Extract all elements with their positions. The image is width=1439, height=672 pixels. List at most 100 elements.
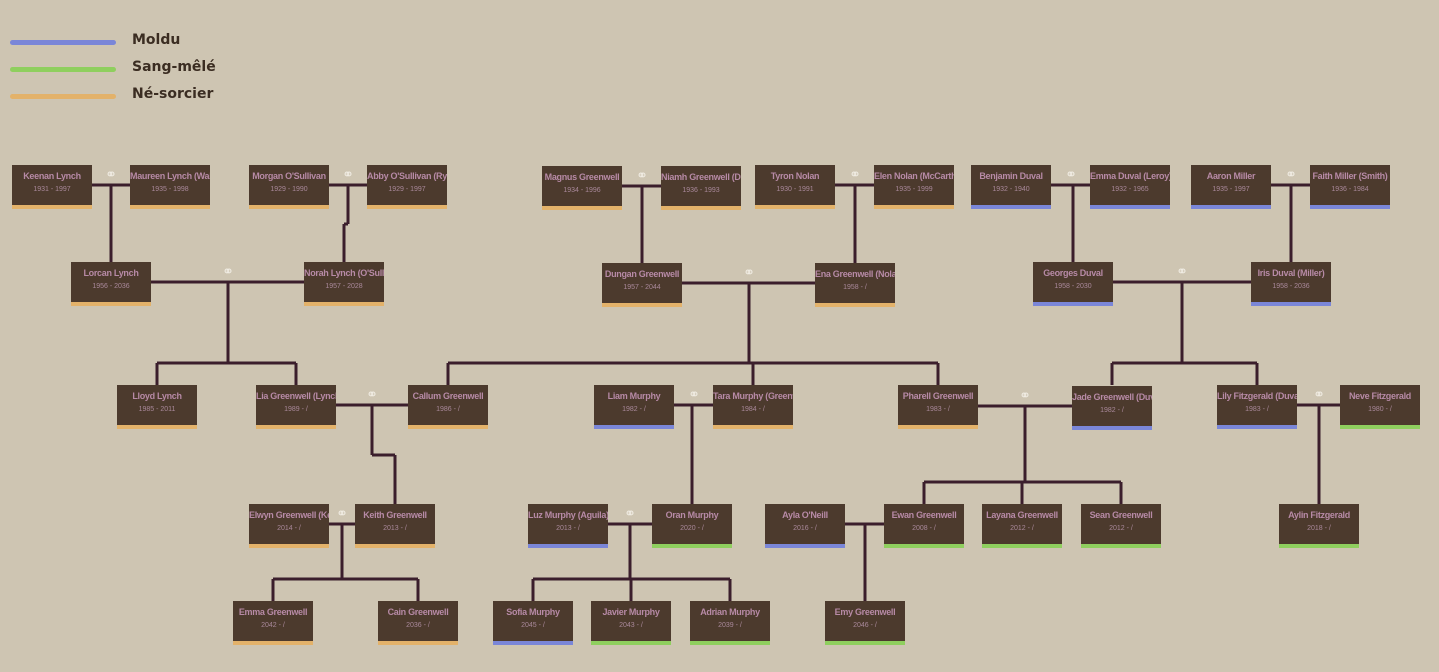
ring-icon: ⚭ (1176, 264, 1188, 280)
person-name: Aaron Miller (1206, 171, 1256, 181)
person-name: Neve Fitzgerald (1348, 391, 1412, 401)
person-name: Georges Duval (1043, 268, 1103, 278)
person-card-tara[interactable]: Tara Murphy (Greenwell)1984 - / (713, 385, 793, 429)
ring-icon: ⚭ (849, 167, 861, 183)
ring-icon: ⚭ (222, 264, 234, 280)
ring-icon: ⚭ (1065, 167, 1077, 183)
person-dates: 1957 - 2028 (325, 283, 363, 290)
ring-icon: ⚭ (688, 387, 700, 403)
person-dates: 1982 - / (1100, 407, 1124, 414)
person-name: Morgan O'Sullivan (252, 171, 326, 181)
ring-icon: ⚭ (1285, 167, 1297, 183)
person-name: Aylin Fitzgerald (1288, 510, 1350, 520)
person-dates: 1935 - 1998 (151, 186, 189, 193)
person-dates: 1932 - 1940 (992, 186, 1030, 193)
person-card-lorcan[interactable]: Lorcan Lynch 1956 - 2036 (71, 262, 151, 306)
person-dates: 1936 - 1984 (1331, 186, 1369, 193)
person-card-emmag[interactable]: Emma Greenwell 2042 - / (233, 601, 313, 645)
person-dates: 1980 - / (1368, 406, 1392, 413)
ring-icon: ⚭ (105, 167, 117, 183)
person-dates: 1985 - 2011 (138, 406, 176, 413)
person-dates: 1956 - 2036 (92, 283, 130, 290)
person-name: Javier Murphy (602, 607, 660, 617)
person-name: Niamh Greenwell (Doyle) (661, 172, 741, 182)
person-name: Ewan Greenwell (891, 510, 957, 520)
person-card-abby[interactable]: Abby O'Sullivan (Ryan)1929 - 1997 (367, 165, 447, 209)
person-card-ewan[interactable]: Ewan Greenwell 2008 - / (884, 504, 964, 548)
person-name: Emy Greenwell (834, 607, 896, 617)
person-dates: 1958 - 2036 (1272, 283, 1310, 290)
legend-label: Sang-mêlé (132, 59, 216, 75)
person-dates: 2020 - / (680, 525, 704, 532)
person-dates: 1957 - 2044 (623, 284, 661, 291)
person-dates: 2042 - / (261, 622, 285, 629)
person-card-neve[interactable]: Neve Fitzgerald 1980 - / (1340, 385, 1420, 429)
legend-swatch (10, 67, 116, 72)
person-dates: 1929 - 1990 (270, 186, 308, 193)
person-card-aaron[interactable]: Aaron Miller 1935 - 1997 (1191, 165, 1271, 209)
person-name: Tyron Nolan (770, 171, 820, 181)
person-card-maureen[interactable]: Maureen Lynch (Walsh)1935 - 1998 (130, 165, 210, 209)
person-dates: 2045 - / (521, 622, 545, 629)
person-card-morgan[interactable]: Morgan O'Sullivan 1929 - 1990 (249, 165, 329, 209)
person-name: Emma Duval (Leroy) (1090, 171, 1170, 181)
person-dates: 1935 - 1997 (1212, 186, 1250, 193)
person-card-lily[interactable]: Lily Fitzgerald (Duval)1983 - / (1217, 385, 1297, 429)
person-card-benjamin[interactable]: Benjamin Duval 1932 - 1940 (971, 165, 1051, 209)
person-name: Abby O'Sullivan (Ryan) (367, 171, 447, 181)
person-card-niamh[interactable]: Niamh Greenwell (Doyle) 1936 - 1993 (661, 166, 741, 210)
person-card-javier[interactable]: Javier Murphy 2043 - / (591, 601, 671, 645)
person-card-luz[interactable]: Luz Murphy (Aguila)2013 - / (528, 504, 608, 548)
person-dates: 2043 - / (619, 622, 643, 629)
person-name: Emma Greenwell (238, 607, 308, 617)
person-card-elwyn[interactable]: Elwyn Greenwell (Kelly)2014 - / (249, 504, 329, 548)
person-name: Norah Lynch (O'Sullivan) (304, 268, 384, 278)
person-card-cain[interactable]: Cain Greenwell 2036 - / (378, 601, 458, 645)
person-name: Lorcan Lynch (83, 268, 139, 278)
person-dates: 2036 - / (406, 622, 430, 629)
person-dates: 2016 - / (793, 525, 817, 532)
person-card-ena[interactable]: Ena Greenwell (Nolan)1958 - / (815, 263, 895, 307)
person-name: Lia Greenwell (Lynch) (256, 391, 336, 401)
person-card-lia[interactable]: Lia Greenwell (Lynch)1989 - / (256, 385, 336, 429)
person-card-iris[interactable]: Iris Duval (Miller)1958 - 2036 (1251, 262, 1331, 306)
person-name: Liam Murphy (607, 391, 661, 401)
person-name: Faith Miller (Smith) (1312, 171, 1388, 181)
person-dates: 2013 - / (556, 525, 580, 532)
person-card-emmaduval[interactable]: Emma Duval (Leroy) 1932 - 1965 (1090, 165, 1170, 209)
person-name: Dungan Greenwell (604, 269, 680, 279)
person-dates: 1932 - 1965 (1111, 186, 1149, 193)
person-card-jade[interactable]: Jade Greenwell (Duval) 1982 - / (1072, 386, 1152, 430)
person-dates: 1958 - / (843, 284, 867, 291)
person-card-elen[interactable]: Elen Nolan (McCarthy)1935 - 1999 (874, 165, 954, 209)
person-name: Benjamin Duval (979, 171, 1043, 181)
person-name: Cain Greenwell (387, 607, 449, 617)
person-dates: 1936 - 1993 (682, 187, 720, 194)
person-dates: 2008 - / (912, 525, 936, 532)
person-card-dungan[interactable]: Dungan Greenwell 1957 - 2044 (602, 263, 682, 307)
person-card-norah[interactable]: Norah Lynch (O'Sullivan) 1957 - 2028 (304, 262, 384, 306)
person-name: Layana Greenwell (986, 510, 1058, 520)
person-name: Jade Greenwell (Duval) (1072, 392, 1152, 402)
person-dates: 1935 - 1999 (895, 186, 933, 193)
person-name: Callum Greenwell (412, 391, 484, 401)
person-name: Lily Fitzgerald (Duval) (1217, 391, 1297, 401)
person-card-faith[interactable]: Faith Miller (Smith) 1936 - 1984 (1310, 165, 1390, 209)
